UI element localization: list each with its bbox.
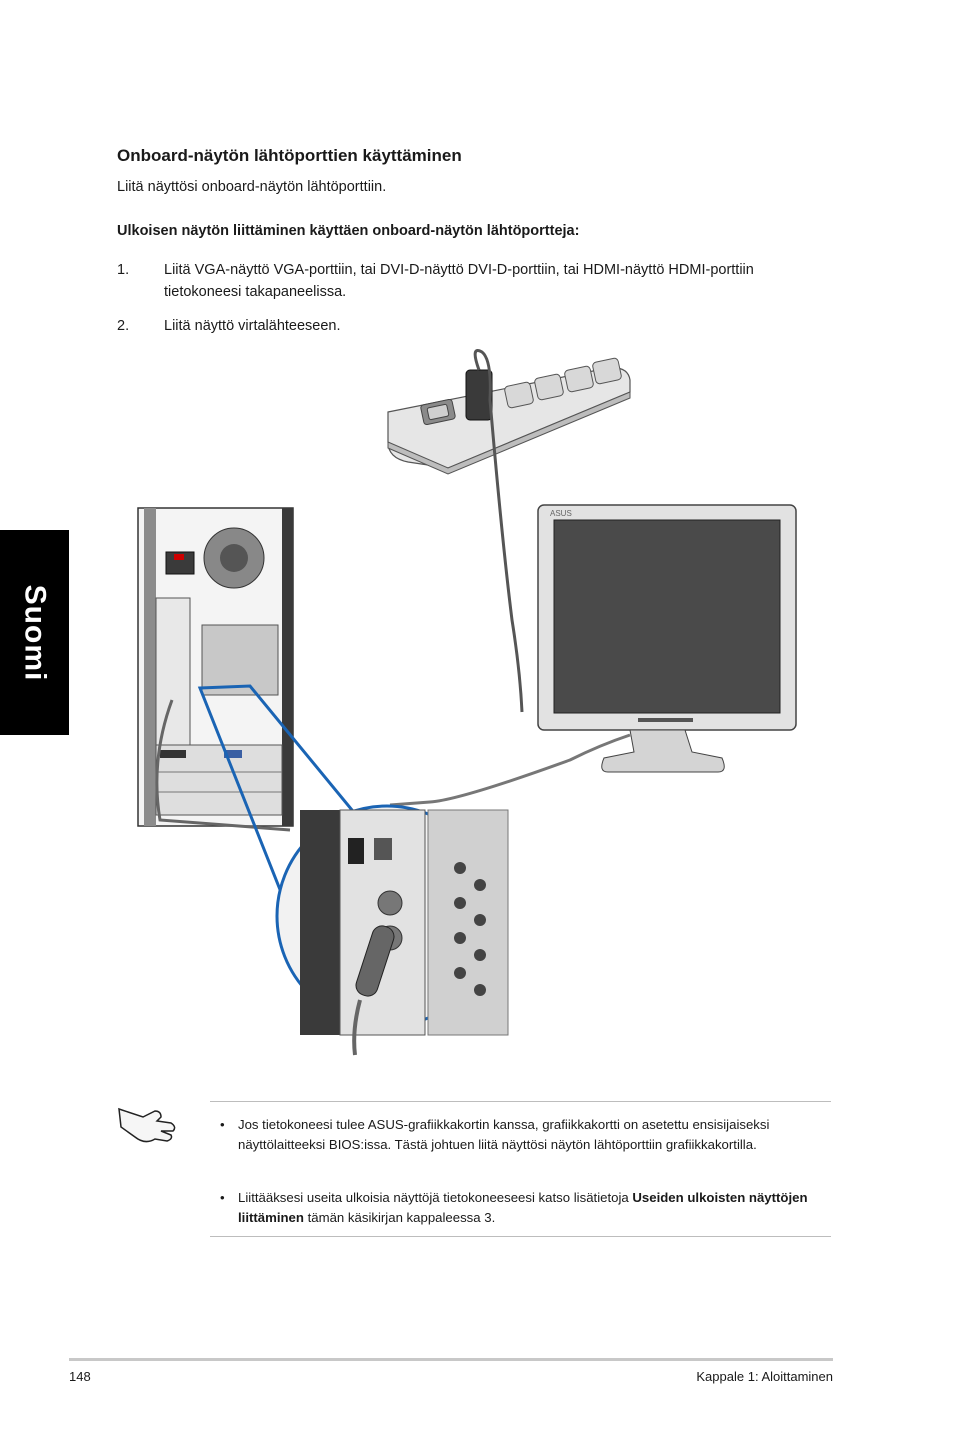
language-tab-label: Suomi — [18, 584, 52, 681]
chapter-title: Kappale 1: Aloittaminen — [696, 1369, 833, 1384]
note-item: • Jos tietokoneesi tulee ASUS-grafiikkak… — [210, 1115, 831, 1175]
pc-tower — [137, 507, 294, 832]
connection-illustration: ASUS — [137, 349, 797, 1056]
step-2: 2. Liitä näyttö virtalähteeseen. — [117, 315, 827, 337]
power-strip — [387, 357, 631, 475]
step-number: 1. — [117, 262, 130, 278]
section-title: Onboard-näytön lähtöporttien käyttäminen — [117, 146, 462, 165]
note-text-after: tämän käsikirjan kappaleessa 3. — [303, 1210, 496, 1225]
step-number: 2. — [117, 318, 130, 334]
note-text-before: Liittääksesi useita ulkoisia näyttöjä ti… — [238, 1190, 633, 1205]
note-text: Jos tietokoneesi tulee ASUS-grafiikkakor… — [238, 1117, 770, 1152]
monitor: ASUS — [537, 504, 797, 773]
page-number: 148 — [69, 1369, 91, 1384]
monitor-brand: ASUS — [550, 509, 572, 518]
note-item: • Liittääksesi useita ulkoisia näyttöjä … — [210, 1188, 831, 1228]
bullet: • — [220, 1190, 225, 1205]
bullet: • — [220, 1117, 225, 1132]
subheading: Ulkoisen näytön liittäminen käyttäen onb… — [117, 223, 580, 239]
step-1: 1. Liitä VGA-näyttö VGA-porttiin, tai DV… — [117, 259, 827, 303]
step-text: Liitä VGA-näyttö VGA-porttiin, tai DVI-D… — [164, 262, 754, 300]
note-reference-title: Useiden ulkoisten näyttöjen liittäminen — [238, 1190, 808, 1225]
note-text: Liittääksesi useita ulkoisia näyttöjä ti… — [238, 1188, 828, 1228]
intro-text: Liitä näyttösi onboard-näytön lähtöportt… — [117, 179, 387, 195]
magnified-port-view — [197, 684, 509, 1056]
pointing-hand-icon — [115, 1097, 181, 1152]
language-side-tab: Suomi — [0, 530, 69, 735]
footer-divider — [69, 1358, 833, 1361]
note-box: • Jos tietokoneesi tulee ASUS-grafiikkak… — [210, 1101, 831, 1237]
step-text: Liitä näyttö virtalähteeseen. — [164, 318, 341, 334]
